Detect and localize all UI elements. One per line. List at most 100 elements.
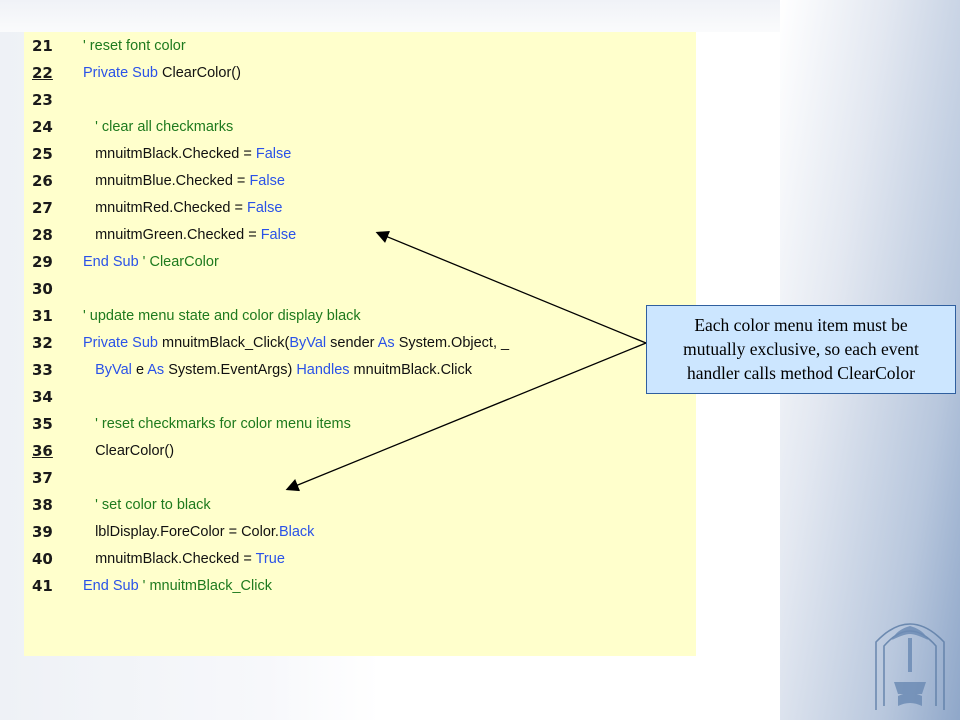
code-text: mnuitmBlue.Checked = False	[83, 168, 285, 195]
line-number: 35	[32, 415, 53, 433]
keyword-token: False	[247, 200, 283, 216]
code-text: mnuitmBlack.Checked = False	[83, 141, 291, 168]
line-number: 22	[32, 64, 53, 82]
code-token: mnuitmRed.Checked =	[83, 200, 248, 216]
comment-token: ' reset checkmarks for color menu items	[83, 416, 351, 432]
code-token: mnuitmBlack.Click	[353, 362, 472, 378]
keyword-token: False	[255, 146, 292, 162]
code-text: ' reset font color	[83, 33, 186, 60]
code-line: 27 mnuitmRed.Checked = False	[24, 195, 696, 222]
line-number: 32	[32, 334, 53, 352]
code-text: ' set color to black	[83, 492, 211, 519]
code-text: ' update menu state and color display bl…	[83, 303, 361, 330]
code-line: 35 ' reset checkmarks for color menu ite…	[24, 411, 696, 438]
code-text: Private Sub mnuitmBlack_Click(ByVal send…	[83, 330, 509, 357]
comment-token: ' clear all checkmarks	[83, 119, 234, 135]
code-line: 34	[24, 384, 696, 411]
code-text: ByVal e As System.EventArgs) Handles mnu…	[83, 357, 472, 384]
code-token: mnuitmBlack_Click(	[162, 335, 290, 351]
keyword-token: Private Sub	[83, 335, 162, 351]
code-line: 36 ClearColor()	[24, 438, 696, 465]
code-line: 40 mnuitmBlack.Checked = True	[24, 546, 696, 573]
line-number: 33	[32, 361, 53, 379]
keyword-token: As	[147, 362, 169, 378]
comment-token: ' reset font color	[83, 38, 186, 54]
code-line: 23	[24, 87, 696, 114]
code-line: 24 ' clear all checkmarks	[24, 114, 696, 141]
line-number: 27	[32, 199, 53, 217]
code-text: lblDisplay.ForeColor = Color.Black	[83, 519, 314, 546]
code-token: mnuitmBlue.Checked =	[83, 173, 250, 189]
code-token: sender	[330, 335, 378, 351]
code-line: 39 lblDisplay.ForeColor = Color.Black	[24, 519, 696, 546]
code-line: 28 mnuitmGreen.Checked = False	[24, 222, 696, 249]
line-number: 23	[32, 91, 53, 109]
keyword-token: False	[249, 173, 285, 189]
code-token: mnuitmGreen.Checked =	[83, 227, 261, 243]
code-token: mnuitmBlack.Checked =	[83, 146, 256, 162]
code-token: System.EventArgs)	[168, 362, 297, 378]
code-text: ClearColor()	[83, 438, 174, 465]
code-text: End Sub ' ClearColor	[83, 249, 219, 276]
code-text: mnuitmGreen.Checked = False	[83, 222, 296, 249]
line-number: 26	[32, 172, 53, 190]
callout-box: Each color menu item must be mutually ex…	[646, 305, 956, 394]
line-number: 25	[32, 145, 53, 163]
code-token: lblDisplay.ForeColor = Color.	[83, 524, 279, 540]
line-number: 37	[32, 469, 53, 487]
code-line: 21 ' reset font color	[24, 33, 696, 60]
code-token	[83, 362, 95, 378]
keyword-token: Private Sub	[83, 65, 162, 81]
code-line: 25 mnuitmBlack.Checked = False	[24, 141, 696, 168]
callout-line-3: handler calls method ClearColor	[687, 363, 915, 383]
code-line: 32 Private Sub mnuitmBlack_Click(ByVal se…	[24, 330, 696, 357]
code-token: System.Object, _	[398, 335, 510, 351]
keyword-token: End Sub	[83, 254, 143, 270]
line-number: 41	[32, 577, 53, 595]
code-line: 38 ' set color to black	[24, 492, 696, 519]
code-text: ' clear all checkmarks	[83, 114, 233, 141]
keyword-token: True	[255, 551, 285, 567]
code-token: mnuitmBlack.Checked =	[83, 551, 256, 567]
line-number: 30	[32, 280, 53, 298]
line-number: 24	[32, 118, 53, 136]
code-token: ClearColor()	[162, 65, 241, 81]
code-line: 33 ByVal e As System.EventArgs) Handles …	[24, 357, 696, 384]
keyword-token: As	[377, 335, 399, 351]
line-number: 39	[32, 523, 53, 541]
line-number: 28	[32, 226, 53, 244]
code-text: mnuitmRed.Checked = False	[83, 195, 282, 222]
line-number: 21	[32, 37, 53, 55]
line-number: 40	[32, 550, 53, 568]
code-line: 26 mnuitmBlue.Checked = False	[24, 168, 696, 195]
line-number: 29	[32, 253, 53, 271]
code-line: 30	[24, 276, 696, 303]
callout-line-2: mutually exclusive, so each event	[683, 339, 919, 359]
line-number: 38	[32, 496, 53, 514]
keyword-token: ByVal	[95, 362, 136, 378]
code-token: ClearColor()	[83, 443, 175, 459]
keyword-token: Handles	[296, 362, 354, 378]
line-number: 36	[32, 442, 53, 460]
code-line: 37	[24, 465, 696, 492]
university-seal-logo	[875, 623, 945, 710]
code-text: ' reset checkmarks for color menu items	[83, 411, 351, 438]
keyword-token: False	[260, 227, 297, 243]
line-number: 34	[32, 388, 53, 406]
code-line: 22 Private Sub ClearColor()	[24, 60, 696, 87]
comment-token: ' set color to black	[83, 497, 211, 513]
keyword-token: Black	[278, 524, 315, 540]
code-line: 29 End Sub ' ClearColor	[24, 249, 696, 276]
code-line: 41 End Sub ' mnuitmBlack_Click	[24, 573, 696, 600]
comment-token: ' mnuitmBlack_Click	[142, 578, 272, 594]
keyword-token: ByVal	[289, 335, 331, 351]
code-line: 31 ' update menu state and color display …	[24, 303, 696, 330]
line-number: 31	[32, 307, 53, 325]
code-token: e	[135, 362, 148, 378]
code-text: mnuitmBlack.Checked = True	[83, 546, 285, 573]
code-text: Private Sub ClearColor()	[83, 60, 241, 87]
code-text: End Sub ' mnuitmBlack_Click	[83, 573, 272, 600]
comment-token: ' update menu state and color display bl…	[83, 308, 361, 324]
keyword-token: End Sub	[83, 578, 143, 594]
